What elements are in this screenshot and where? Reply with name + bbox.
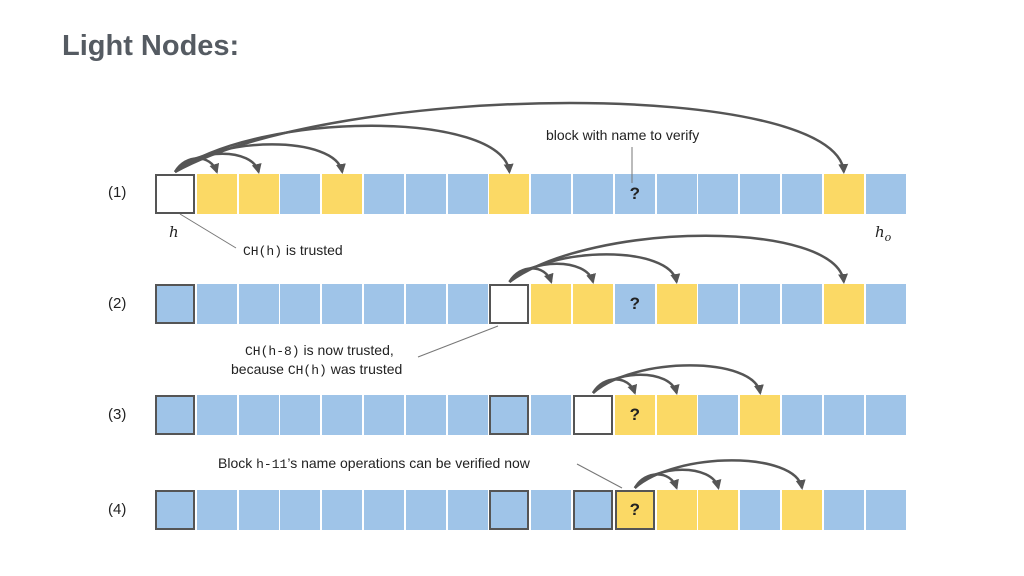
- block-cell: [573, 395, 613, 435]
- skip-arrow: [174, 124, 514, 174]
- block-cell: [489, 174, 530, 214]
- block-cell: [155, 174, 195, 214]
- block-cell: [196, 490, 237, 530]
- block-cell: [656, 395, 697, 435]
- block-cell: [364, 174, 404, 214]
- block-cell: [823, 395, 864, 435]
- block-cell: [531, 284, 572, 324]
- block-cell: [698, 284, 739, 324]
- block-cell: [782, 395, 822, 435]
- block-cell: [740, 395, 781, 435]
- block-cell: [865, 490, 906, 530]
- block-cell: [196, 284, 237, 324]
- block-cell: [531, 174, 572, 214]
- block-cell: [782, 284, 822, 324]
- block-cell: [322, 284, 363, 324]
- block-cell: [782, 174, 822, 214]
- question-mark: ?: [629, 500, 640, 519]
- block-cell: [531, 490, 572, 530]
- block-to-verify: ?: [614, 395, 655, 435]
- block-cell: [280, 395, 321, 435]
- block-cell: [698, 490, 739, 530]
- block-to-verify: ?: [614, 490, 655, 530]
- block-cell: [238, 174, 279, 214]
- block-cell: [280, 490, 321, 530]
- question-mark: ?: [629, 294, 640, 313]
- block-to-verify: ?: [614, 284, 655, 324]
- block-cell: [823, 174, 864, 214]
- block-cell: [405, 490, 446, 530]
- block-cell: [573, 174, 613, 214]
- label-h0: ho: [875, 223, 892, 244]
- block-cell: [823, 284, 864, 324]
- skip-arrow: [174, 101, 849, 174]
- block-cell: [698, 395, 739, 435]
- block-cell: [740, 490, 781, 530]
- block-cell: [280, 284, 321, 324]
- block-cell: [155, 395, 195, 435]
- because-annotation: because CH(h) was trusted: [231, 361, 403, 378]
- block-cell: [405, 395, 446, 435]
- row-label-2: (2): [108, 295, 127, 312]
- block-cell: [405, 284, 446, 324]
- skip-arrow: [633, 459, 806, 490]
- block-cell: [531, 395, 572, 435]
- block-cell: [865, 284, 906, 324]
- block-cell: [322, 174, 363, 214]
- question-mark: ?: [629, 405, 640, 424]
- block-cell: [447, 174, 488, 214]
- block-cell: [656, 174, 697, 214]
- block-cell: [405, 174, 446, 214]
- block-cell: [155, 284, 195, 324]
- block-cell: [447, 284, 488, 324]
- block-cell: [573, 284, 613, 324]
- block-cell: [238, 395, 279, 435]
- block-cell: [823, 490, 864, 530]
- block-cell: [865, 395, 906, 435]
- block-cell: [489, 284, 530, 324]
- block-cell: [364, 284, 404, 324]
- pointer-line-h: [179, 213, 237, 249]
- block-cell: [698, 174, 739, 214]
- page-title: Light Nodes:: [62, 30, 240, 62]
- pointer-line-h11: [576, 463, 623, 489]
- trusted-annotation-2: CH(h-8) is now trusted,: [245, 342, 394, 359]
- block-to-verify: ?: [614, 174, 655, 214]
- block-cell: [656, 490, 697, 530]
- block-cell: [865, 174, 906, 214]
- label-h: h: [169, 223, 179, 241]
- block-cell: [238, 284, 279, 324]
- block-cell: [656, 284, 697, 324]
- skip-arrow: [592, 364, 764, 395]
- trusted-annotation-1: CH(h) is trusted: [243, 242, 343, 259]
- block-cell: [489, 395, 530, 435]
- block-cell: [196, 395, 237, 435]
- block-cell: [740, 284, 781, 324]
- block-cell: [447, 490, 488, 530]
- block-cell: [782, 490, 822, 530]
- block-cell: [280, 174, 321, 214]
- row-label-1: (1): [108, 184, 127, 201]
- row-label-3: (3): [108, 406, 127, 423]
- block-cell: [322, 395, 363, 435]
- pointer-line-h8: [417, 325, 499, 358]
- question-mark: ?: [629, 184, 640, 203]
- block-cell: [740, 174, 781, 214]
- block-cell: [238, 490, 279, 530]
- block-verified-annotation: Block h-11’s name operations can be veri…: [218, 455, 530, 472]
- skip-arrow: [508, 234, 848, 284]
- block-cell: [447, 395, 488, 435]
- block-cell: [155, 490, 195, 530]
- block-cell: [364, 490, 404, 530]
- block-cell: [573, 490, 613, 530]
- row-label-4: (4): [108, 501, 127, 518]
- block-cell: [322, 490, 363, 530]
- verify-annotation: block with name to verify: [546, 127, 700, 143]
- block-cell: [489, 490, 530, 530]
- block-cell: [196, 174, 237, 214]
- block-cell: [364, 395, 404, 435]
